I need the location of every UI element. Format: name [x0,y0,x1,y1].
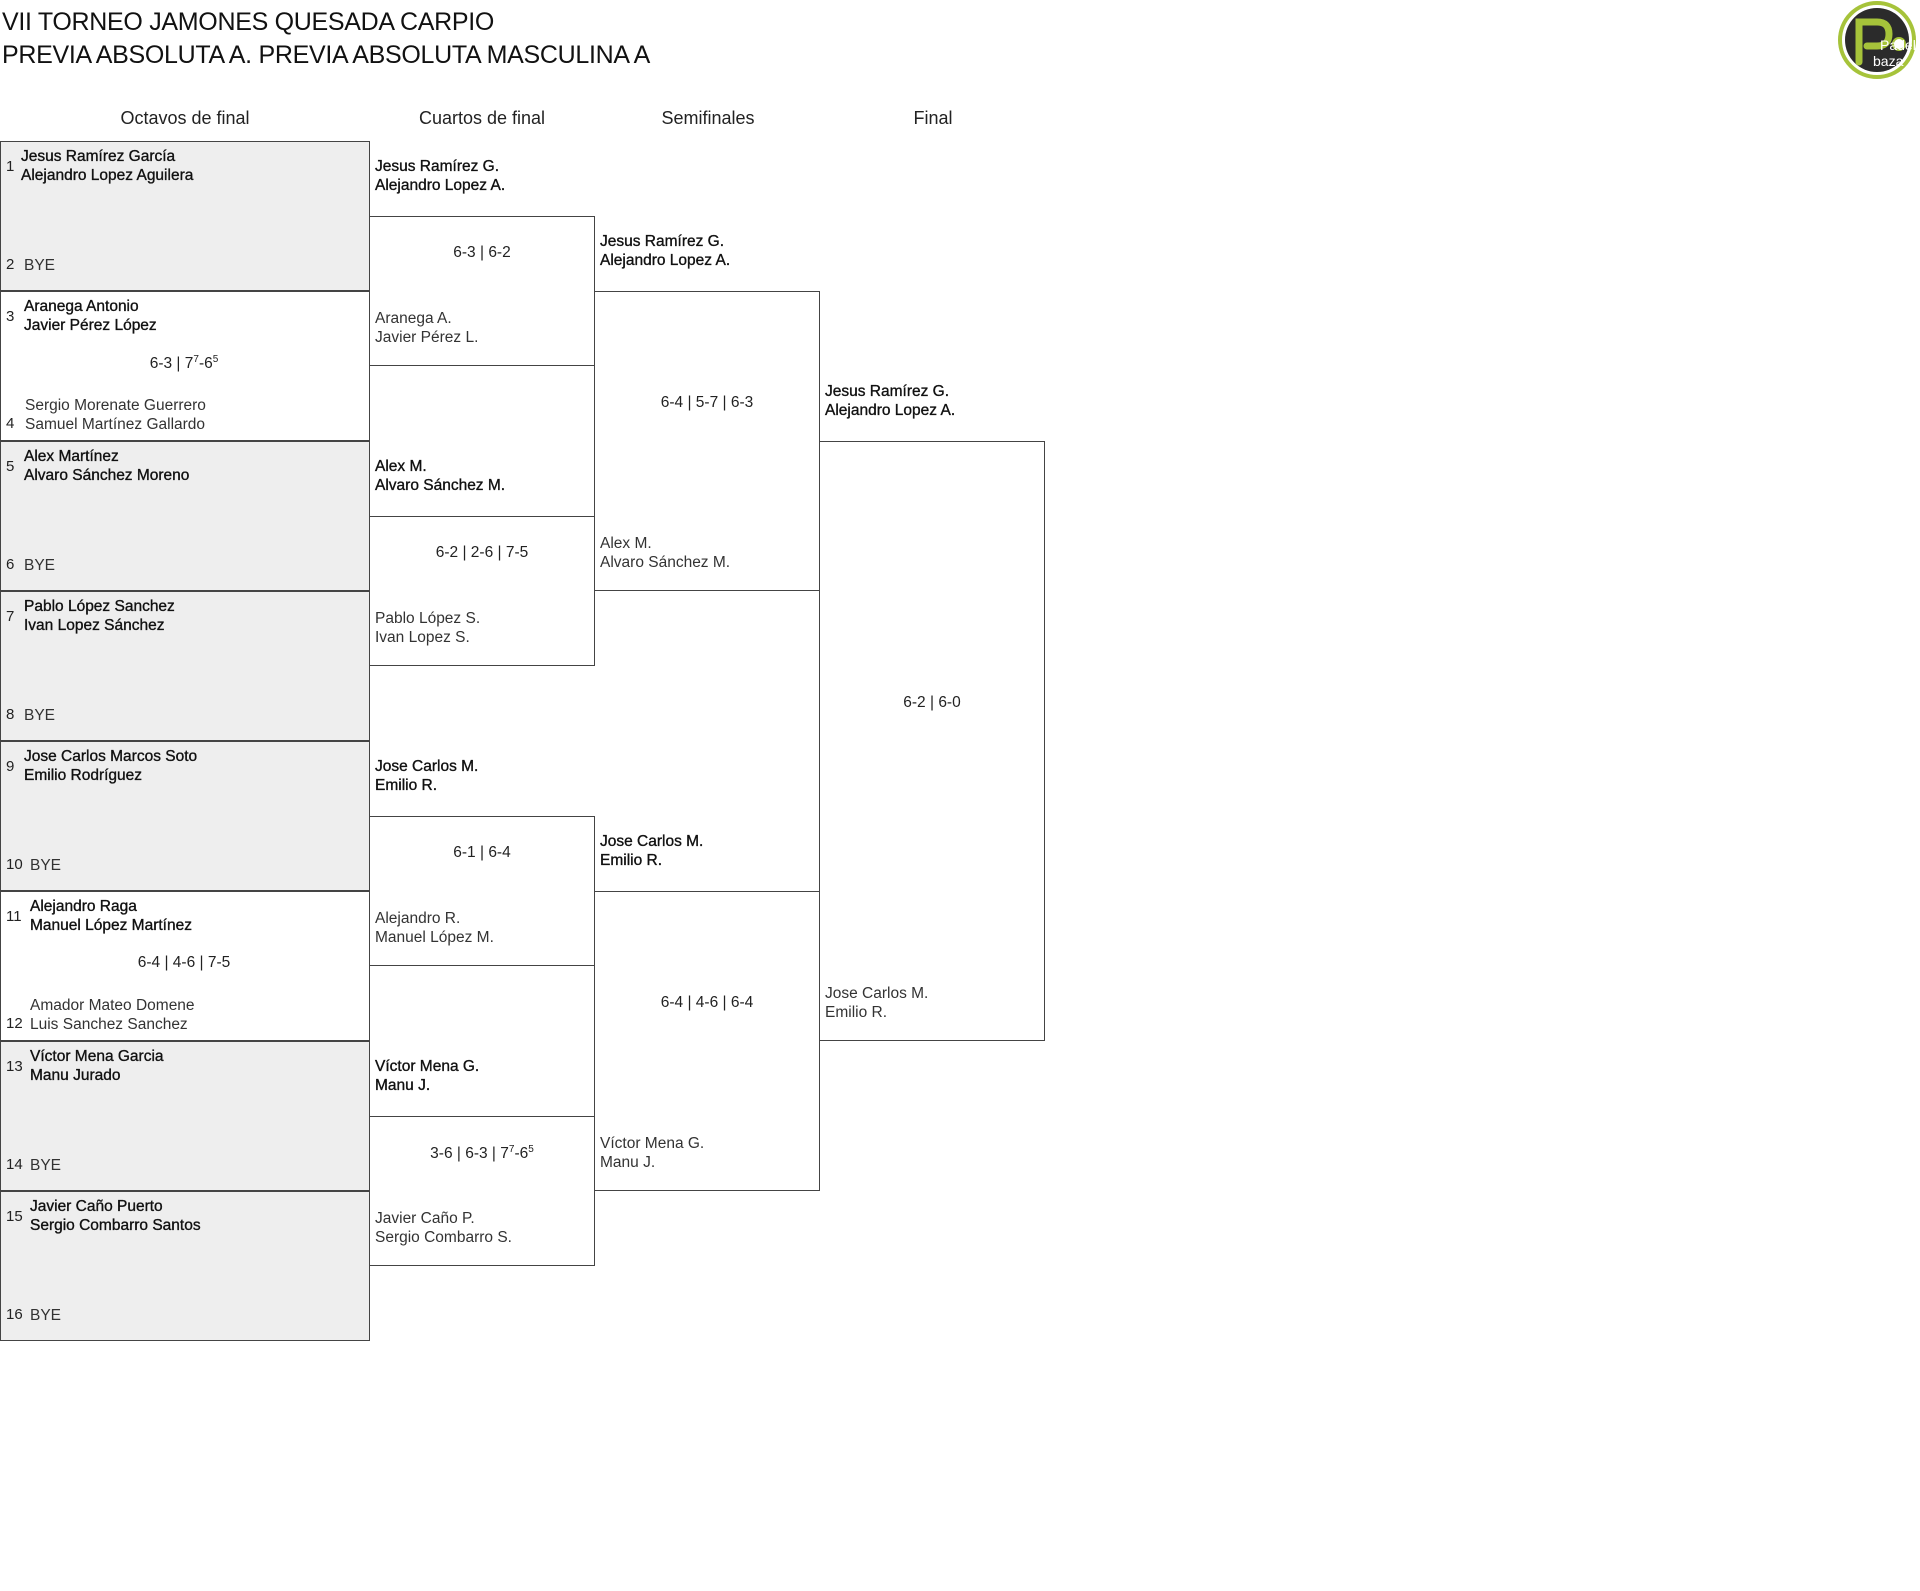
seed-number: 2 [6,256,15,273]
seed-number: 15 [6,1208,23,1225]
team-name-line: Alvaro Sánchez Moreno [24,467,190,484]
team-name-line: Sergio Morenate Guerrero [25,397,206,414]
logo-text-top: Padel [1880,37,1916,53]
round-header-octavos: Octavos de final [120,108,250,128]
loser-name-line: Alex M. [600,535,652,552]
team-name-line: Alejandro Lopez Aguilera [21,167,194,184]
loser-name-line: Jose Carlos M. [825,985,929,1002]
match-box-octavos [0,291,370,441]
winner-name-line: Jesus Ramírez G. [600,233,725,250]
padel-baza-logo: Padel baza [1837,0,1917,80]
team-name-line: Jesus Ramírez García [21,148,176,165]
seed-number: 1 [6,158,15,175]
loser-name-line: Javier Pérez L. [375,329,479,346]
seed-number: 14 [6,1156,23,1173]
loser-name-line: Víctor Mena G. [600,1135,705,1152]
loser-name-line: Manuel López M. [375,929,494,946]
winner-name-line: Emilio R. [600,852,663,869]
winner-name-line: Víctor Mena G. [375,1058,480,1075]
match-score: 3-6 | 6-3 | 77-65 [430,1144,534,1162]
match-box-cuartos [369,1116,595,1266]
team-name-line: Luis Sanchez Sanchez [30,1016,188,1033]
match-box-octavos [0,1041,370,1191]
round-header-semis: Semifinales [661,108,755,128]
loser-name-line: Emilio R. [825,1004,888,1021]
seed-number: 3 [6,308,15,325]
winner-name-line: Jose Carlos M. [600,833,704,850]
bye-label: BYE [24,707,56,724]
bye-label: BYE [30,857,62,874]
bye-label: BYE [24,257,56,274]
seed-number: 8 [6,706,15,723]
logo-text-bottom: baza [1873,53,1904,69]
match-box-octavos [0,1191,370,1341]
team-name-line: Víctor Mena Garcia [30,1048,164,1065]
seed-number: 10 [6,856,23,873]
team-name-line: Samuel Martínez Gallardo [25,416,206,433]
team-name-line: Javier Pérez López [24,317,157,334]
loser-name-line: Alvaro Sánchez M. [600,554,731,571]
seed-number: 11 [6,908,22,925]
seed-number: 16 [6,1306,23,1323]
loser-name-line: Manu J. [600,1154,656,1171]
match-score: 6-1 | 6-4 [453,844,511,861]
match-score: 6-2 | 6-0 [903,694,961,711]
seed-number: 9 [6,758,15,775]
team-name-line: Alejandro Raga [30,898,137,915]
draw-subtitle: PREVIA ABSOLUTA A. PREVIA ABSOLUTA MASCU… [2,41,651,69]
match-score: 6-3 | 6-2 [453,244,511,261]
team-name-line: Amador Mateo Domene [30,997,195,1014]
loser-name-line: Sergio Combarro S. [375,1229,512,1246]
seed-number: 5 [6,458,15,475]
loser-name-line: Pablo López S. [375,610,481,627]
match-box-octavos [0,591,370,741]
loser-name-line: Javier Caño P. [375,1210,475,1227]
seed-number: 12 [6,1015,23,1032]
winner-name-line: Jesus Ramírez G. [375,158,500,175]
match-box-cuartos [369,516,595,666]
match-box-octavos [0,741,370,891]
bye-label: BYE [30,1157,62,1174]
match-box-octavos [0,441,370,591]
team-name-line: Manu Jurado [30,1067,121,1084]
match-score: 6-2 | 2-6 | 7-5 [435,544,529,561]
team-name-line: Sergio Combarro Santos [30,1217,201,1234]
seed-number: 4 [6,415,15,432]
winner-name-line: Alejandro Lopez A. [375,177,506,194]
team-name-line: Jose Carlos Marcos Soto [24,748,198,765]
team-name-line: Javier Caño Puerto [30,1198,163,1215]
match-score: 6-4 | 4-6 | 6-4 [660,994,754,1011]
match-box-semis [594,891,820,1191]
winner-name-line: Emilio R. [375,777,438,794]
team-name-line: Emilio Rodríguez [24,767,143,784]
team-name-line: Aranega Antonio [24,298,139,315]
winner-name-line: Manu J. [375,1077,431,1094]
match-box-final [819,441,1045,1041]
champion-name-line: Alejandro Lopez A. [825,402,956,419]
seed-number: 6 [6,556,15,573]
match-score: 6-4 | 4-6 | 7-5 [137,954,231,971]
winner-name-line: Alvaro Sánchez M. [375,477,506,494]
tournament-title: VII TORNEO JAMONES QUESADA CARPIO [2,8,495,36]
bye-label: BYE [24,557,56,574]
winner-name-line: Jose Carlos M. [375,758,479,775]
seed-number: 7 [6,608,15,625]
team-name-line: Manuel López Martínez [30,917,192,934]
champion-name-line: Jesus Ramírez G. [825,383,950,400]
match-score: 6-4 | 5-7 | 6-3 [660,394,754,411]
loser-name-line: Alejandro R. [375,910,461,927]
team-name-line: Pablo López Sanchez [24,598,175,615]
winner-name-line: Alejandro Lopez A. [600,252,731,269]
bye-label: BYE [30,1307,62,1324]
team-name-line: Alex Martínez [24,448,119,465]
match-score: 6-3 | 77-65 [149,354,219,372]
loser-name-line: Ivan Lopez S. [375,629,470,646]
round-header-cuartos: Cuartos de final [418,108,546,128]
loser-name-line: Aranega A. [375,310,452,327]
match-box-octavos [0,891,370,1041]
team-name-line: Ivan Lopez Sánchez [24,617,165,634]
winner-name-line: Alex M. [375,458,427,475]
round-header-final: Final [913,108,953,128]
seed-number: 13 [6,1058,23,1075]
